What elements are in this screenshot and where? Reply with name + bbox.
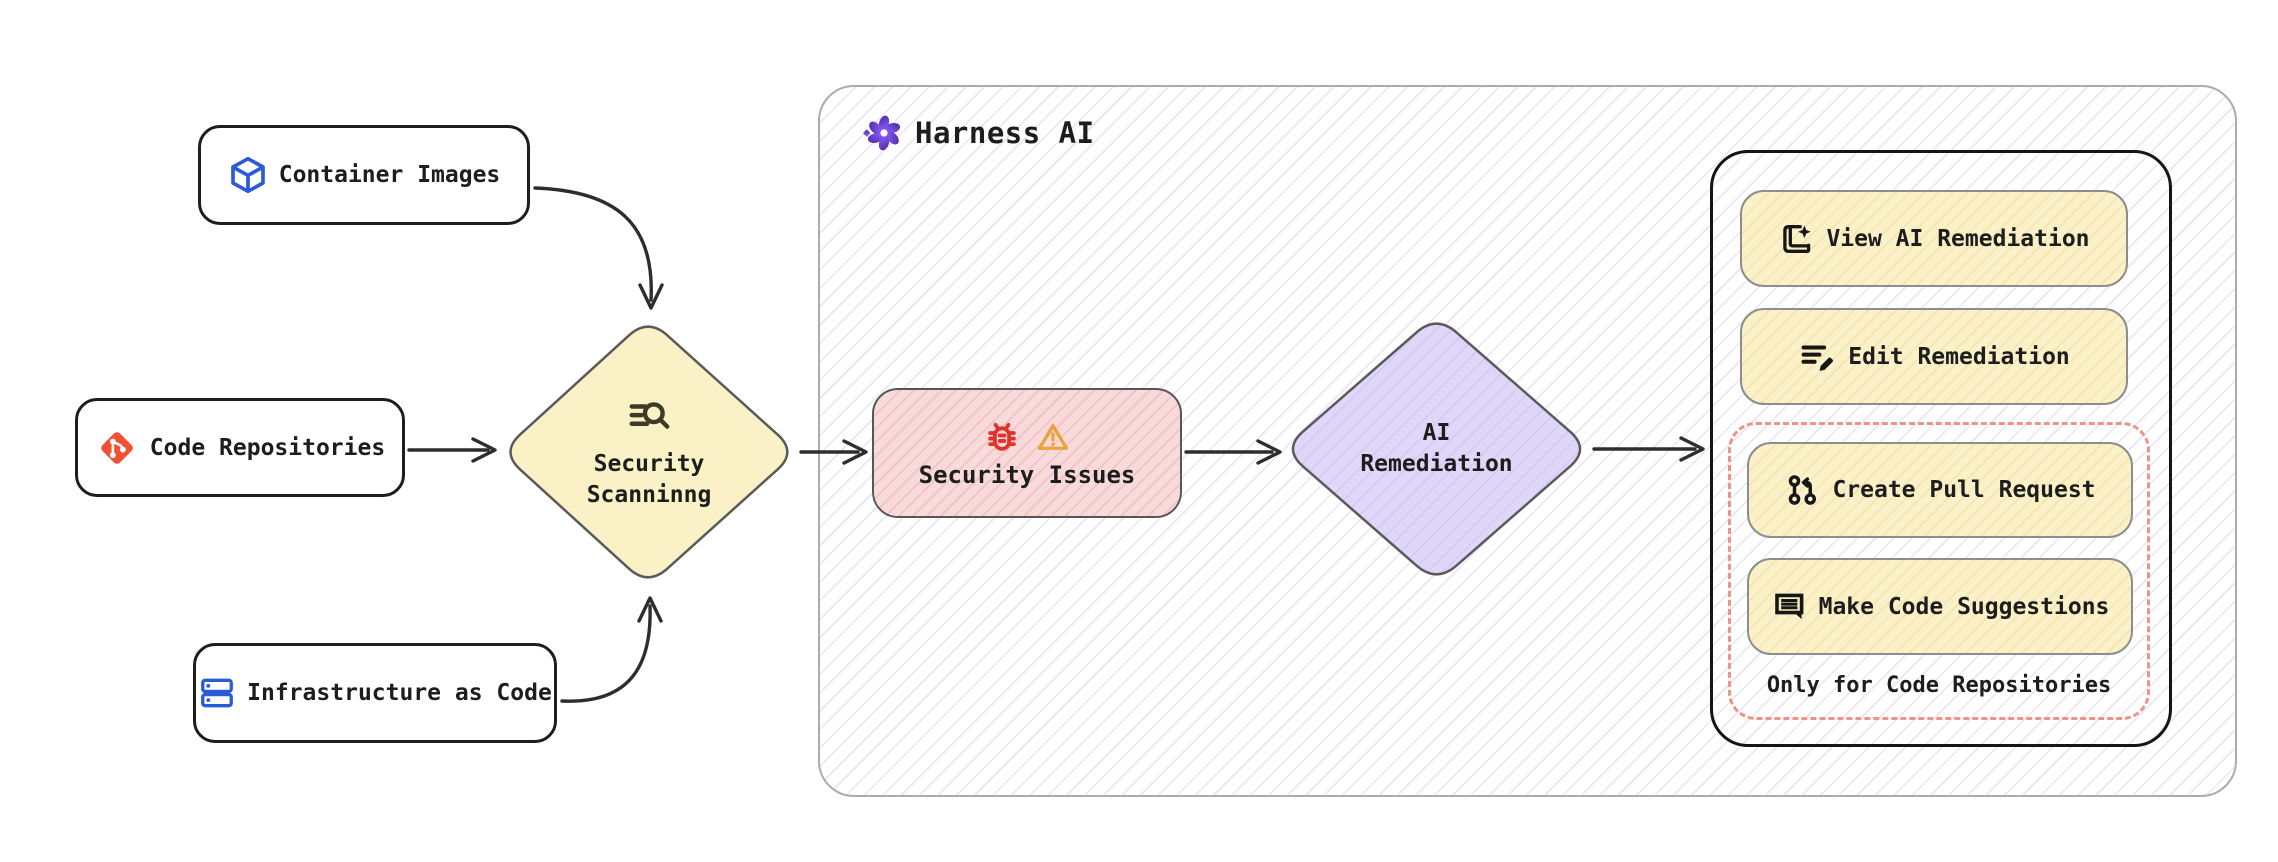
server-stack-icon <box>201 678 234 708</box>
button-label: View AI Remediation <box>1826 225 2090 252</box>
node-ai-remediation[interactable]: AI Remediation <box>1281 313 1592 585</box>
code-repo-only-group[interactable] <box>1728 422 2150 720</box>
node-security-scanning[interactable]: Security Scanninng <box>498 316 800 589</box>
remediation-actions-panel[interactable] <box>1710 150 2172 747</box>
node-infrastructure-as-code[interactable]: Infrastructure as Code <box>193 643 557 743</box>
arrow-code-repositories-to-scanning <box>407 437 497 463</box>
button-label: Make Code Suggestions <box>1818 593 2110 620</box>
button-label: Create Pull Request <box>1832 477 2096 503</box>
button-label: Edit Remediation <box>1848 343 2070 370</box>
pull-request-icon <box>1789 475 1817 505</box>
create-pull-request-button[interactable]: Create Pull Request <box>1747 442 2133 538</box>
bug-icon <box>988 422 1016 451</box>
node-code-repositories[interactable]: Code Repositories <box>75 398 405 497</box>
journal-sparkle-icon <box>1783 224 1812 253</box>
node-security-issues[interactable]: Security Issues <box>872 388 1182 518</box>
cube-icon <box>230 156 265 194</box>
comment-lines-icon <box>1774 593 1803 619</box>
node-label: Infrastructure as Code <box>247 680 552 706</box>
git-icon <box>101 431 133 464</box>
arrow-infrastructure-to-scanning <box>560 596 663 703</box>
make-code-suggestions-button[interactable]: Make Code Suggestions <box>1747 558 2133 655</box>
harness-ai-title: Harness AI <box>915 116 1095 150</box>
code-repo-only-note: Only for Code Repositories <box>1766 672 2112 698</box>
node-label: Security Issues <box>918 460 1136 489</box>
warning-icon <box>1037 423 1069 450</box>
node-label: Container Images <box>278 162 501 188</box>
harness-ai-header: Harness AI <box>863 112 1095 154</box>
edit-remediation-button[interactable]: Edit Remediation <box>1740 308 2128 405</box>
node-container-images[interactable]: Container Images <box>198 125 530 225</box>
view-ai-remediation-button[interactable]: View AI Remediation <box>1740 190 2128 287</box>
node-label: Code Repositories <box>149 434 386 461</box>
list-pencil-icon <box>1801 345 1834 371</box>
arrow-container-images-to-scanning <box>533 186 664 310</box>
harness-ai-flower-icon <box>863 115 901 151</box>
